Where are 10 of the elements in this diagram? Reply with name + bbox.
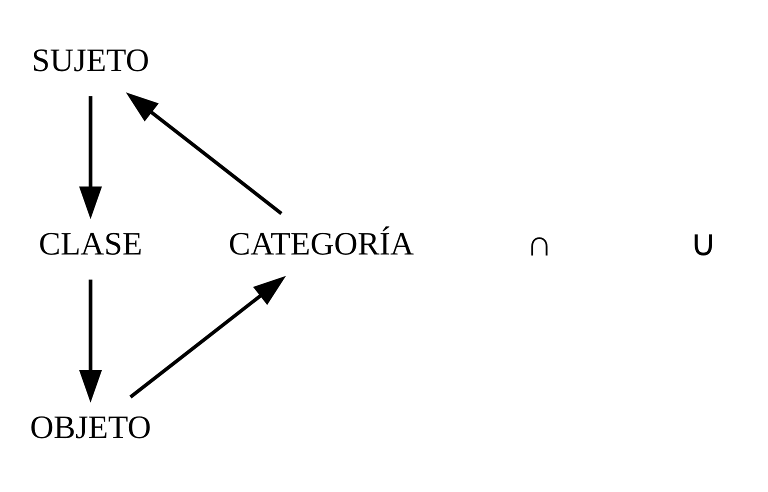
- arrow: [129, 275, 286, 398]
- label: ∩: [526, 223, 552, 264]
- arrow: [126, 92, 282, 214]
- node-text: OBJETO: [30, 410, 152, 446]
- node-text: SUJETO: [32, 42, 150, 78]
- node-text: CLASE: [38, 226, 142, 262]
- label: ∪: [690, 223, 716, 264]
- arrow: [79, 96, 102, 219]
- arrow: [79, 279, 102, 402]
- node-text: CATEGORÍA: [228, 226, 414, 262]
